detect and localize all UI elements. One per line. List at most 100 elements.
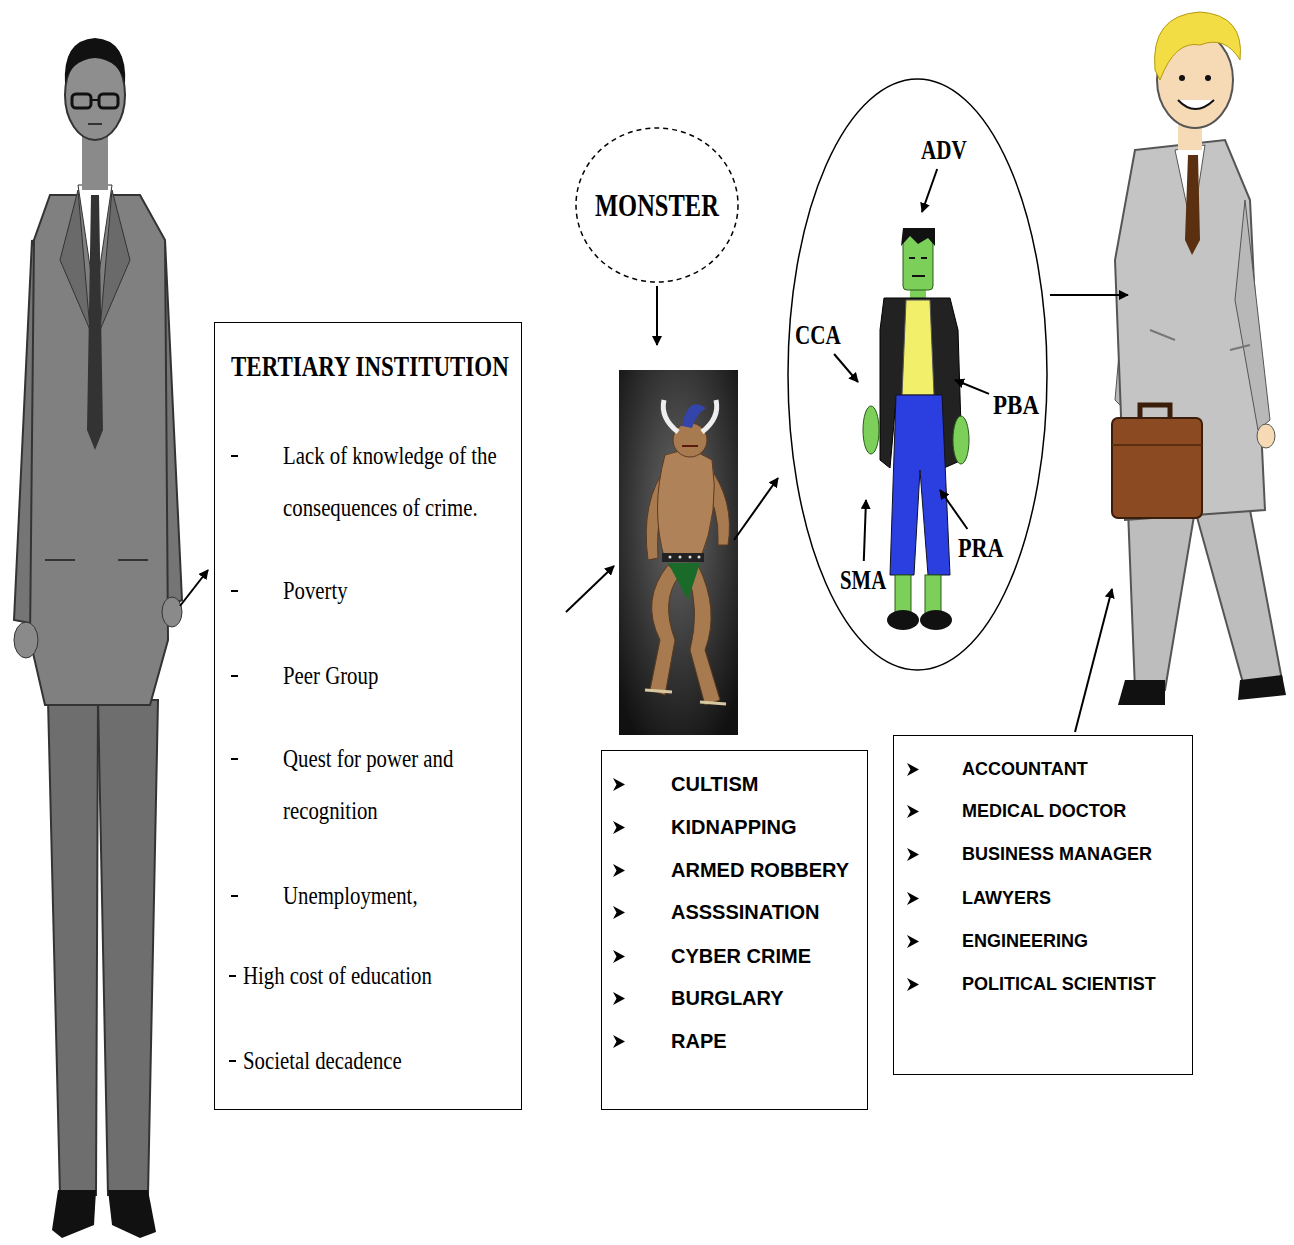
student-figure (108, 1190, 156, 1238)
bullet-arrow (613, 992, 625, 1005)
box-heading: TERTIARY INSTITUTION (231, 346, 509, 386)
graduate-figure (1128, 510, 1195, 690)
bullet-arrow (907, 763, 919, 776)
bullet-arrow (613, 821, 625, 834)
monster-picture (619, 370, 738, 735)
student-figure (60, 190, 90, 330)
student-figure (72, 94, 91, 108)
monster-picture (669, 556, 672, 559)
leader-arrow (940, 490, 967, 529)
cause-box: TERTIARY INSTITUTIONLack of knowledge of… (214, 322, 522, 1110)
graduate-figure (1235, 200, 1270, 430)
flow-arrow (734, 478, 778, 540)
bullet-arrow (907, 978, 919, 991)
leader-arrow (834, 354, 858, 382)
frankenstein-figure (953, 416, 969, 464)
student-figure (45, 559, 75, 561)
graduate-figure (1112, 444, 1202, 446)
monster-picture (682, 445, 698, 447)
student-figure (14, 622, 38, 658)
monster-picture (682, 404, 706, 428)
crime-box: CULTISMKIDNAPPINGARMED ROBBERYASSSSINATI… (601, 750, 868, 1110)
factor-code: CCA (795, 318, 841, 352)
flow-arrow (180, 286, 1128, 732)
student-figure (88, 123, 102, 125)
ellipse-outline (788, 79, 1047, 670)
student-figure (162, 597, 182, 627)
monster-picture (645, 690, 726, 704)
frankenstein-figure (909, 258, 927, 276)
monster-picture (673, 423, 707, 457)
flow-arrow (566, 566, 614, 612)
bullet-dash (231, 675, 238, 677)
flow-arrow (180, 570, 208, 606)
bullet-arrow (613, 821, 625, 834)
bullet-arrow (907, 848, 919, 861)
graduate-figure (1257, 424, 1275, 448)
bullet-dash (229, 975, 236, 977)
monster-picture (689, 556, 692, 559)
cause-item: High cost of education (243, 950, 503, 1002)
frankenstein-figure (901, 228, 935, 246)
bullet-arrow (613, 950, 625, 963)
student-figure (91, 99, 99, 101)
bullet-arrow (613, 906, 625, 919)
graduate-figure (1155, 12, 1241, 80)
graduate-figure (1140, 405, 1170, 418)
crime-item: RAPE (671, 1028, 727, 1054)
bullet-dash (229, 1060, 236, 1062)
career-item: BUSINESS MANAGER (962, 842, 1152, 866)
monster-picture (702, 400, 717, 432)
career-item: MEDICAL DOCTOR (962, 799, 1126, 823)
career-box: ACCOUNTANT MEDICAL DOCTOR BUSINESS MANAGER… (893, 735, 1193, 1075)
graduate-figure (1238, 675, 1286, 700)
graduate-figure (1112, 418, 1202, 518)
bullet-arrow (613, 1035, 625, 1048)
monster-picture (658, 451, 715, 560)
student-figure (52, 1190, 96, 1238)
career-item: POLITICAL SCIENTIST (962, 972, 1156, 996)
monster-picture (619, 370, 738, 735)
bullet-dash (231, 758, 238, 760)
monster-picture (650, 565, 680, 695)
leader-arrow (922, 169, 937, 212)
cause-item: Poverty (283, 565, 511, 617)
bullet-arrow (907, 763, 919, 776)
crime-item: CULTISM (671, 771, 758, 797)
frankenstein-figure (920, 610, 952, 630)
graduate-figure (1205, 75, 1211, 81)
cause-item: Quest for power and recognition (283, 733, 511, 837)
bubble-label: MONSTER (595, 185, 719, 225)
bullet-arrow (613, 778, 625, 791)
career-item: ACCOUNTANT (962, 757, 1088, 781)
monster-ellipse: ADVCCAPBASMAPRA (787, 78, 1048, 671)
monster-picture (663, 400, 678, 432)
frankenstein-figure (863, 406, 879, 454)
bullet-arrow (613, 992, 625, 1005)
ellipse-outline (787, 78, 1048, 671)
student-figure (98, 700, 158, 1195)
bullet-dash (231, 590, 238, 592)
crime-item: BURGLARY (671, 985, 784, 1011)
crime-item: ASSSSINATION (671, 899, 820, 925)
cause-item: Societal decadence (243, 1035, 503, 1087)
career-item: ENGINEERING (962, 929, 1088, 953)
crime-item: KIDNAPPING (671, 814, 797, 840)
dashed-ellipse (576, 128, 738, 282)
monster-picture (688, 565, 720, 705)
cause-item: Peer Group (283, 650, 511, 702)
bullet-arrow (613, 864, 625, 877)
bullet-arrow (613, 950, 625, 963)
monster-picture (698, 556, 701, 559)
student-figure (30, 195, 168, 705)
bullet-arrow (613, 778, 625, 791)
bullet-arrow (907, 805, 919, 818)
graduate-figure (1185, 155, 1200, 255)
bullet-arrow (907, 805, 919, 818)
monster-picture (679, 556, 682, 559)
monster-picture (668, 563, 700, 600)
frankenstein-figure (895, 575, 911, 615)
student-figure (65, 38, 126, 85)
factor-code: SMA (840, 563, 886, 597)
